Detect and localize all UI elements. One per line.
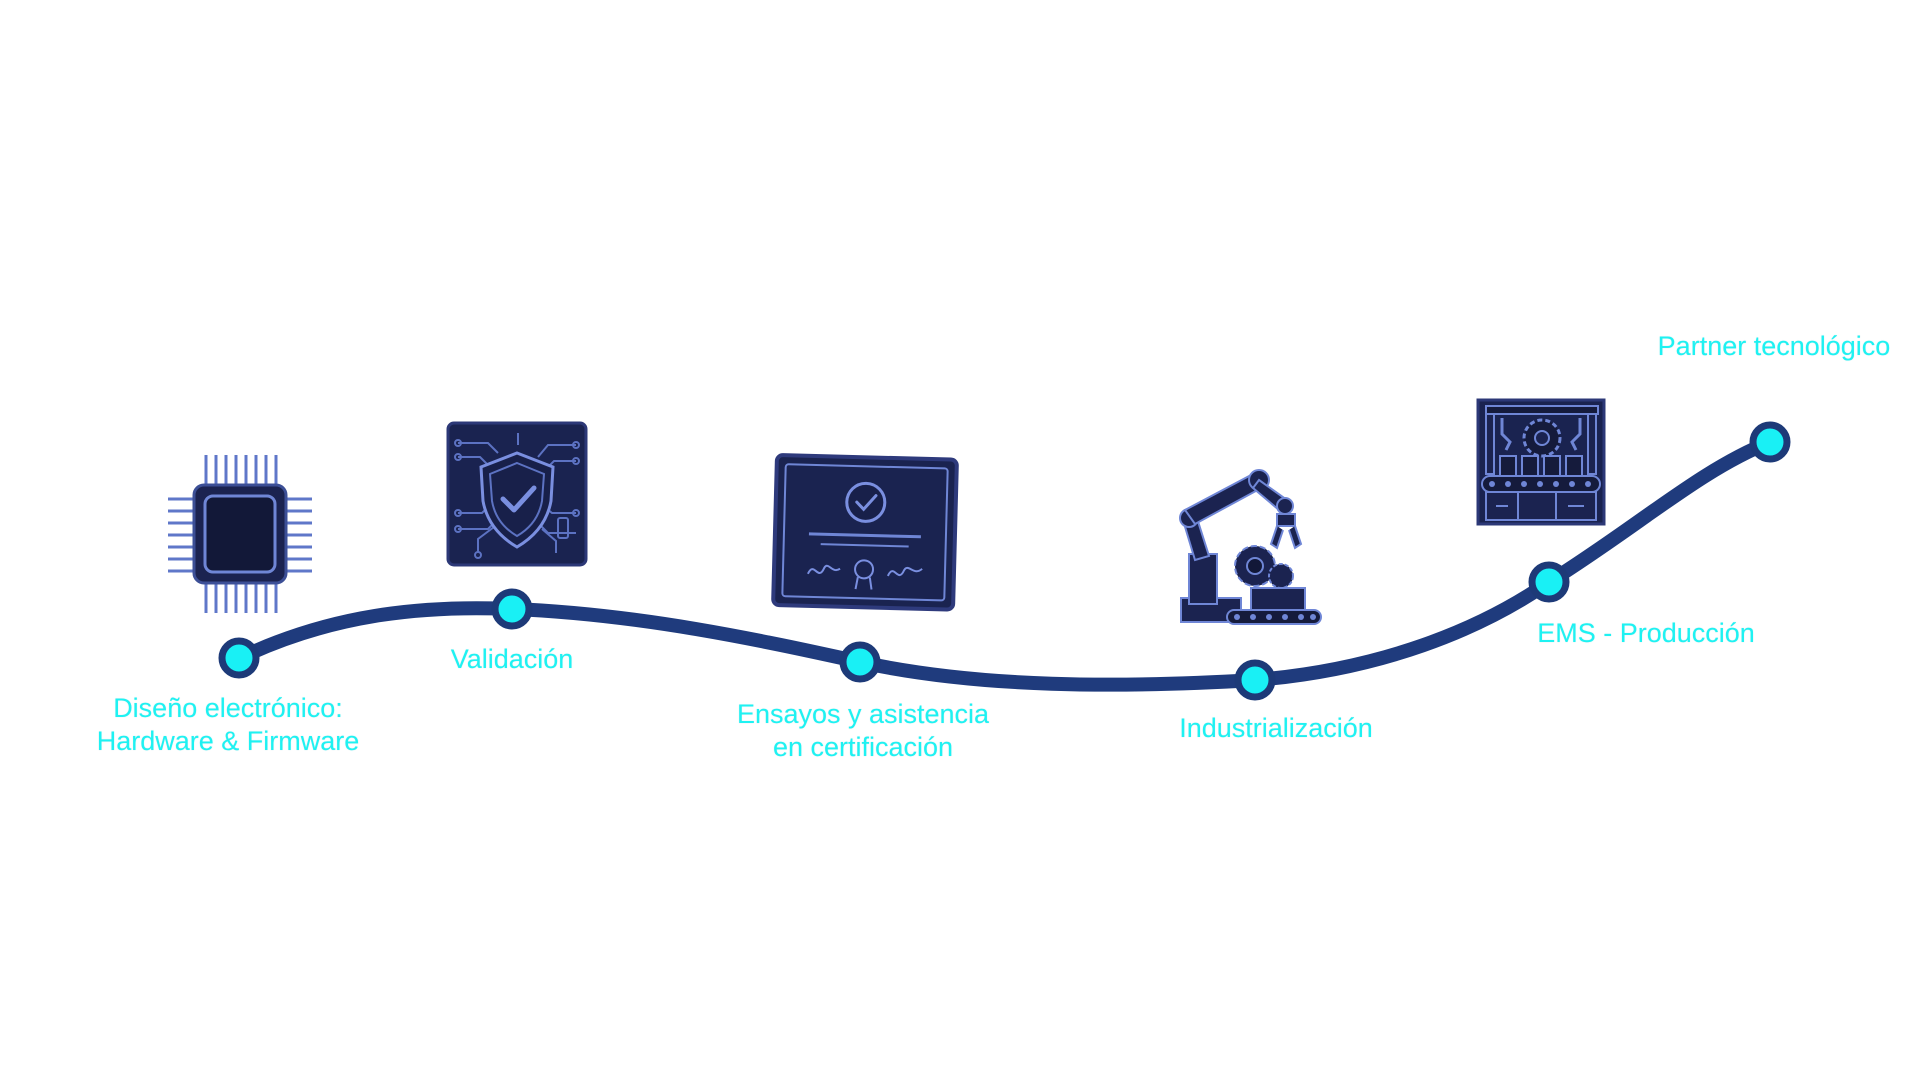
node-ensayos [839,641,881,683]
label-ems-line1: EMS - Producción [1537,618,1755,648]
label-partner-line1: Partner tecnológico [1657,331,1891,361]
node-validacion [491,588,533,630]
node-diseno [218,637,260,679]
microchip-icon [168,455,312,613]
label-industrializacion: Industrialización [1158,712,1394,745]
node-partner [1749,421,1791,463]
production-line-icon [1476,398,1606,526]
label-ems: EMS - Producción [1524,617,1768,650]
label-industrializacion-line1: Industrialización [1179,713,1373,743]
label-partner: Partner tecnológico [1640,330,1908,363]
label-validacion-line1: Validación [450,644,574,674]
node-ems [1528,561,1570,603]
label-diseno-line1: Diseño electrónico: [113,693,343,723]
label-ensayos-line2: en certificación [772,732,954,762]
shield-check-icon [446,421,588,567]
label-diseno: Diseño electrónico: Hardware & Firmware [90,692,366,758]
label-validacion: Validación [424,643,600,676]
label-ensayos-line1: Ensayos y asistencia [736,699,990,729]
label-diseno-line2: Hardware & Firmware [96,726,360,756]
certificate-icon [771,453,959,612]
label-ensayos: Ensayos y asistencia en certificación [722,698,1004,764]
roadmap-nodes [218,421,1791,701]
node-industrializacion [1234,659,1276,701]
robot-arm-icon [1179,469,1322,625]
